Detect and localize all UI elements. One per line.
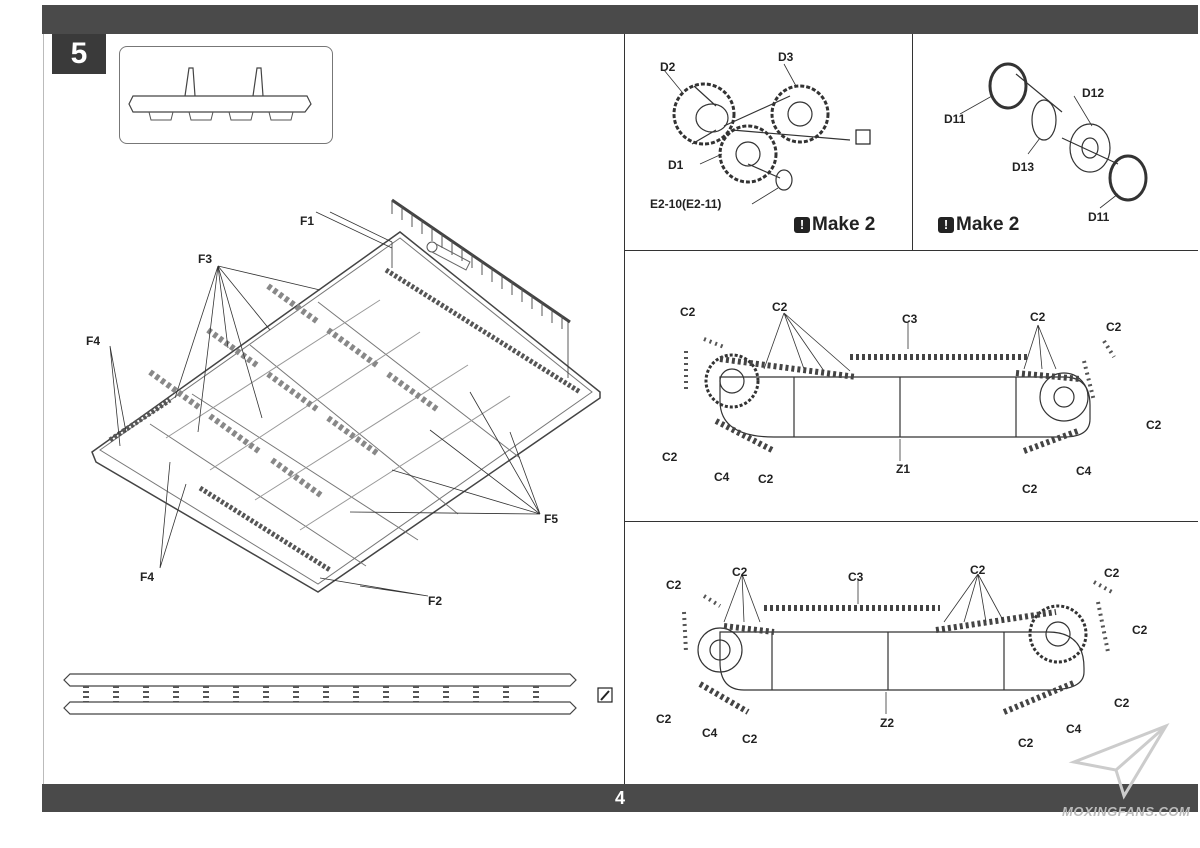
label-c2-upper-1: C2 (680, 305, 696, 319)
label-f4-top: F4 (86, 334, 101, 348)
label-c2-upper-8: C2 (1022, 482, 1038, 496)
label-c2-upper-2: C2 (772, 300, 788, 314)
label-d11-top: D11 (944, 112, 966, 126)
track-assembly-z1-drawing (684, 312, 1116, 461)
label-c2-lower-7: C2 (656, 712, 672, 726)
track-assembly-z2-drawing (682, 573, 1113, 715)
paper-plane-logo (1068, 723, 1170, 800)
watermark-text: MOXINGFANS.COM (1062, 804, 1191, 819)
label-f4-bottom: F4 (140, 570, 155, 584)
divider-top-right (912, 34, 913, 250)
label-c4-lower-left: C4 (702, 726, 718, 740)
idler-assembly-drawing (959, 62, 1148, 209)
inset-sprue-sideview (119, 46, 333, 144)
label-c2-lower-8: C2 (742, 732, 758, 746)
page-number: 4 (614, 788, 625, 808)
divider-main (624, 34, 625, 784)
label-d3: D3 (778, 50, 794, 64)
divider-upper (624, 250, 1198, 251)
label-d1: D1 (668, 158, 684, 172)
flat-track-sprue-drawing (63, 673, 613, 715)
make-note-left-text: Make 2 (812, 214, 876, 235)
label-c2-upper-3: C2 (1030, 310, 1046, 324)
divider-lower (624, 521, 1198, 522)
label-c4-upper-right: C4 (1076, 464, 1092, 478)
label-f2: F2 (428, 594, 443, 608)
label-c4-upper-left: C4 (714, 470, 730, 484)
label-c2-upper-7: C2 (758, 472, 774, 486)
label-c2-lower-2: C2 (732, 565, 748, 579)
label-c2-upper-6: C2 (662, 450, 678, 464)
label-f1: F1 (300, 214, 315, 228)
label-f3: F3 (198, 252, 213, 266)
label-c2-lower-5: C2 (1132, 623, 1148, 637)
make-note-left: !Make 2 (794, 214, 875, 236)
label-e2-10: E2-10(E2-11) (650, 197, 722, 211)
top-header-bar (42, 5, 1198, 34)
label-c3-lower: C3 (848, 570, 864, 584)
step-number-badge: 5 (52, 34, 106, 74)
label-d13: D13 (1012, 160, 1035, 174)
inset-sprue-drawing (128, 67, 312, 121)
make-note-right: !Make 2 (938, 214, 1019, 236)
label-c2-lower-4: C2 (1104, 566, 1120, 580)
label-c2-lower-9: C2 (1018, 736, 1034, 750)
warning-icon: ! (938, 217, 954, 233)
warning-icon: ! (794, 217, 810, 233)
page-footer-bar: 4 (42, 784, 1198, 812)
label-z2: Z2 (880, 716, 895, 730)
label-c2-upper-5: C2 (1146, 418, 1162, 432)
label-d2: D2 (660, 60, 676, 74)
label-c2-upper-4: C2 (1106, 320, 1122, 334)
make-note-right-text: Make 2 (956, 214, 1020, 235)
label-d11-bottom: D11 (1088, 210, 1110, 224)
label-c3-upper: C3 (902, 312, 918, 326)
sprocket-assembly-drawing (663, 63, 871, 205)
label-c2-lower-6: C2 (1114, 696, 1130, 710)
label-f5: F5 (544, 512, 559, 526)
sprue-frame-drawing (91, 198, 601, 597)
label-c4-lower-right: C4 (1066, 722, 1082, 736)
page-left-edge (43, 34, 44, 784)
label-c2-lower-1: C2 (666, 578, 682, 592)
label-z1: Z1 (896, 462, 911, 476)
label-c2-lower-3: C2 (970, 563, 986, 577)
label-d12: D12 (1082, 86, 1105, 100)
